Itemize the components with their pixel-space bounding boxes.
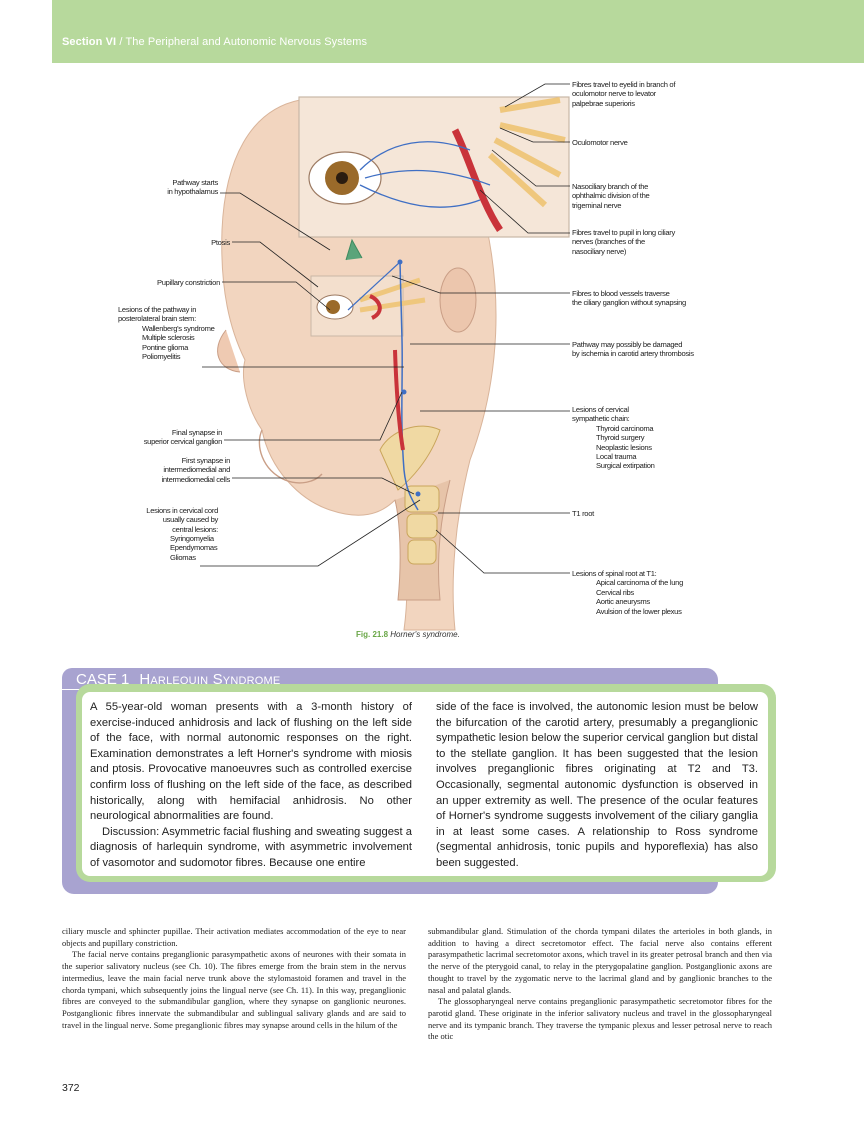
label-pathway-starts: Pathway starts in hypothalamus	[167, 178, 218, 197]
label-lesions-cord-items: Syringomyelia Ependymomas Gliomas	[170, 534, 218, 562]
page-number: 372	[62, 1082, 80, 1094]
vertebra-low	[407, 539, 437, 565]
body-paragraph: ciliary muscle and sphincter pupillae. T…	[62, 926, 406, 948]
section-header: Section VI / The Peripheral and Autonomi…	[62, 36, 367, 48]
section-number: Section VI	[62, 36, 117, 48]
figure-title: Horner's syndrome.	[390, 630, 460, 639]
body-column-left: ciliary muscle and sphincter pupillae. T…	[62, 926, 406, 1031]
inset-nerves	[487, 97, 566, 208]
vertebra-mid	[406, 513, 438, 539]
label-lesions-brainstem: Lesions of the pathway in posterolateral…	[118, 305, 215, 362]
label-oculomotor-nerve: Oculomotor nerve	[572, 138, 628, 147]
case-paragraph: A 55-year-old woman presents with a 3-mo…	[90, 701, 412, 823]
pathway-to-eye	[347, 261, 401, 311]
face-artery	[369, 294, 382, 320]
label-spinal-root: Lesions of spinal root at T1: Apical car…	[572, 569, 683, 616]
left-leader-lines	[200, 192, 421, 567]
right-leader-lines	[391, 83, 570, 574]
sympathetic-pathway	[399, 261, 419, 511]
label-ptosis: Ptosis	[211, 238, 230, 247]
mouth-line	[258, 429, 323, 484]
label-nasociliary: Nasociliary branch of the ophthalmic div…	[572, 182, 650, 210]
figure-illustration	[200, 83, 570, 631]
section-header-band	[52, 0, 864, 63]
face-iris	[326, 300, 340, 314]
label-t1-root: T1 root	[572, 509, 594, 518]
section-title: The Peripheral and Autonomic Nervous Sys…	[125, 36, 368, 48]
superior-cervical-ganglion-node	[401, 389, 407, 395]
hypothalamus-node	[397, 259, 403, 265]
body-paragraph: The facial nerve contains preganglionic …	[62, 949, 406, 1030]
figure-number: Fig. 21.8	[356, 630, 389, 639]
case-discussion: Discussion: Asymmetric facial flushing a…	[90, 825, 412, 869]
body-column-right: submandibular gland. Stimulation of the …	[428, 926, 772, 1043]
ear	[439, 267, 477, 333]
case-box-content	[82, 692, 768, 876]
label-ischemia: Pathway may possibly be damaged by ische…	[572, 340, 694, 359]
case-paragraph: side of the face is involved, the autono…	[436, 701, 758, 869]
figure-caption: Fig. 21.8 Horner's syndrome.	[356, 630, 460, 639]
label-first-synapse: First synapse in intermediomedial and in…	[161, 456, 230, 484]
body-paragraph: The glossopharyngeal nerve contains preg…	[428, 996, 772, 1042]
case-column-right: side of the face is involved, the autono…	[436, 700, 758, 872]
label-cervical-chain: Lesions of cervical sympathetic chain: T…	[572, 405, 655, 471]
label-lesions-cord: Lesions in cervical cord usually caused …	[146, 506, 218, 534]
header-separator: /	[119, 36, 126, 48]
zoom-arrow	[345, 238, 363, 261]
inset-sympathetic-fibres	[359, 141, 491, 208]
label-eyelid-fibres: Fibres travel to eyelid in branch of ocu…	[572, 80, 676, 108]
case-title: Harlequin Syndrome	[139, 671, 281, 688]
inset-pupil	[336, 172, 348, 184]
horners-figure: Pathway starts in hypothalamus Ptosis Pu…	[118, 80, 694, 639]
label-pupillary-constriction: Pupillary constriction	[156, 278, 220, 287]
carotid-artery	[393, 349, 405, 451]
t1-node	[415, 491, 421, 497]
vertebra-top	[404, 485, 440, 513]
label-long-ciliary: Fibres travel to pupil in long ciliary n…	[572, 228, 675, 256]
body-paragraph: submandibular gland. Stimulation of the …	[428, 926, 772, 995]
label-final-synapse: Final synapse in superior cervical gangl…	[143, 428, 223, 447]
case-number: CASE 1	[76, 671, 130, 688]
nose	[217, 329, 241, 373]
label-blood-vessels: Fibres to blood vessels traverse the cil…	[572, 289, 686, 308]
case-column-left: A 55-year-old woman presents with a 3-mo…	[90, 700, 412, 872]
